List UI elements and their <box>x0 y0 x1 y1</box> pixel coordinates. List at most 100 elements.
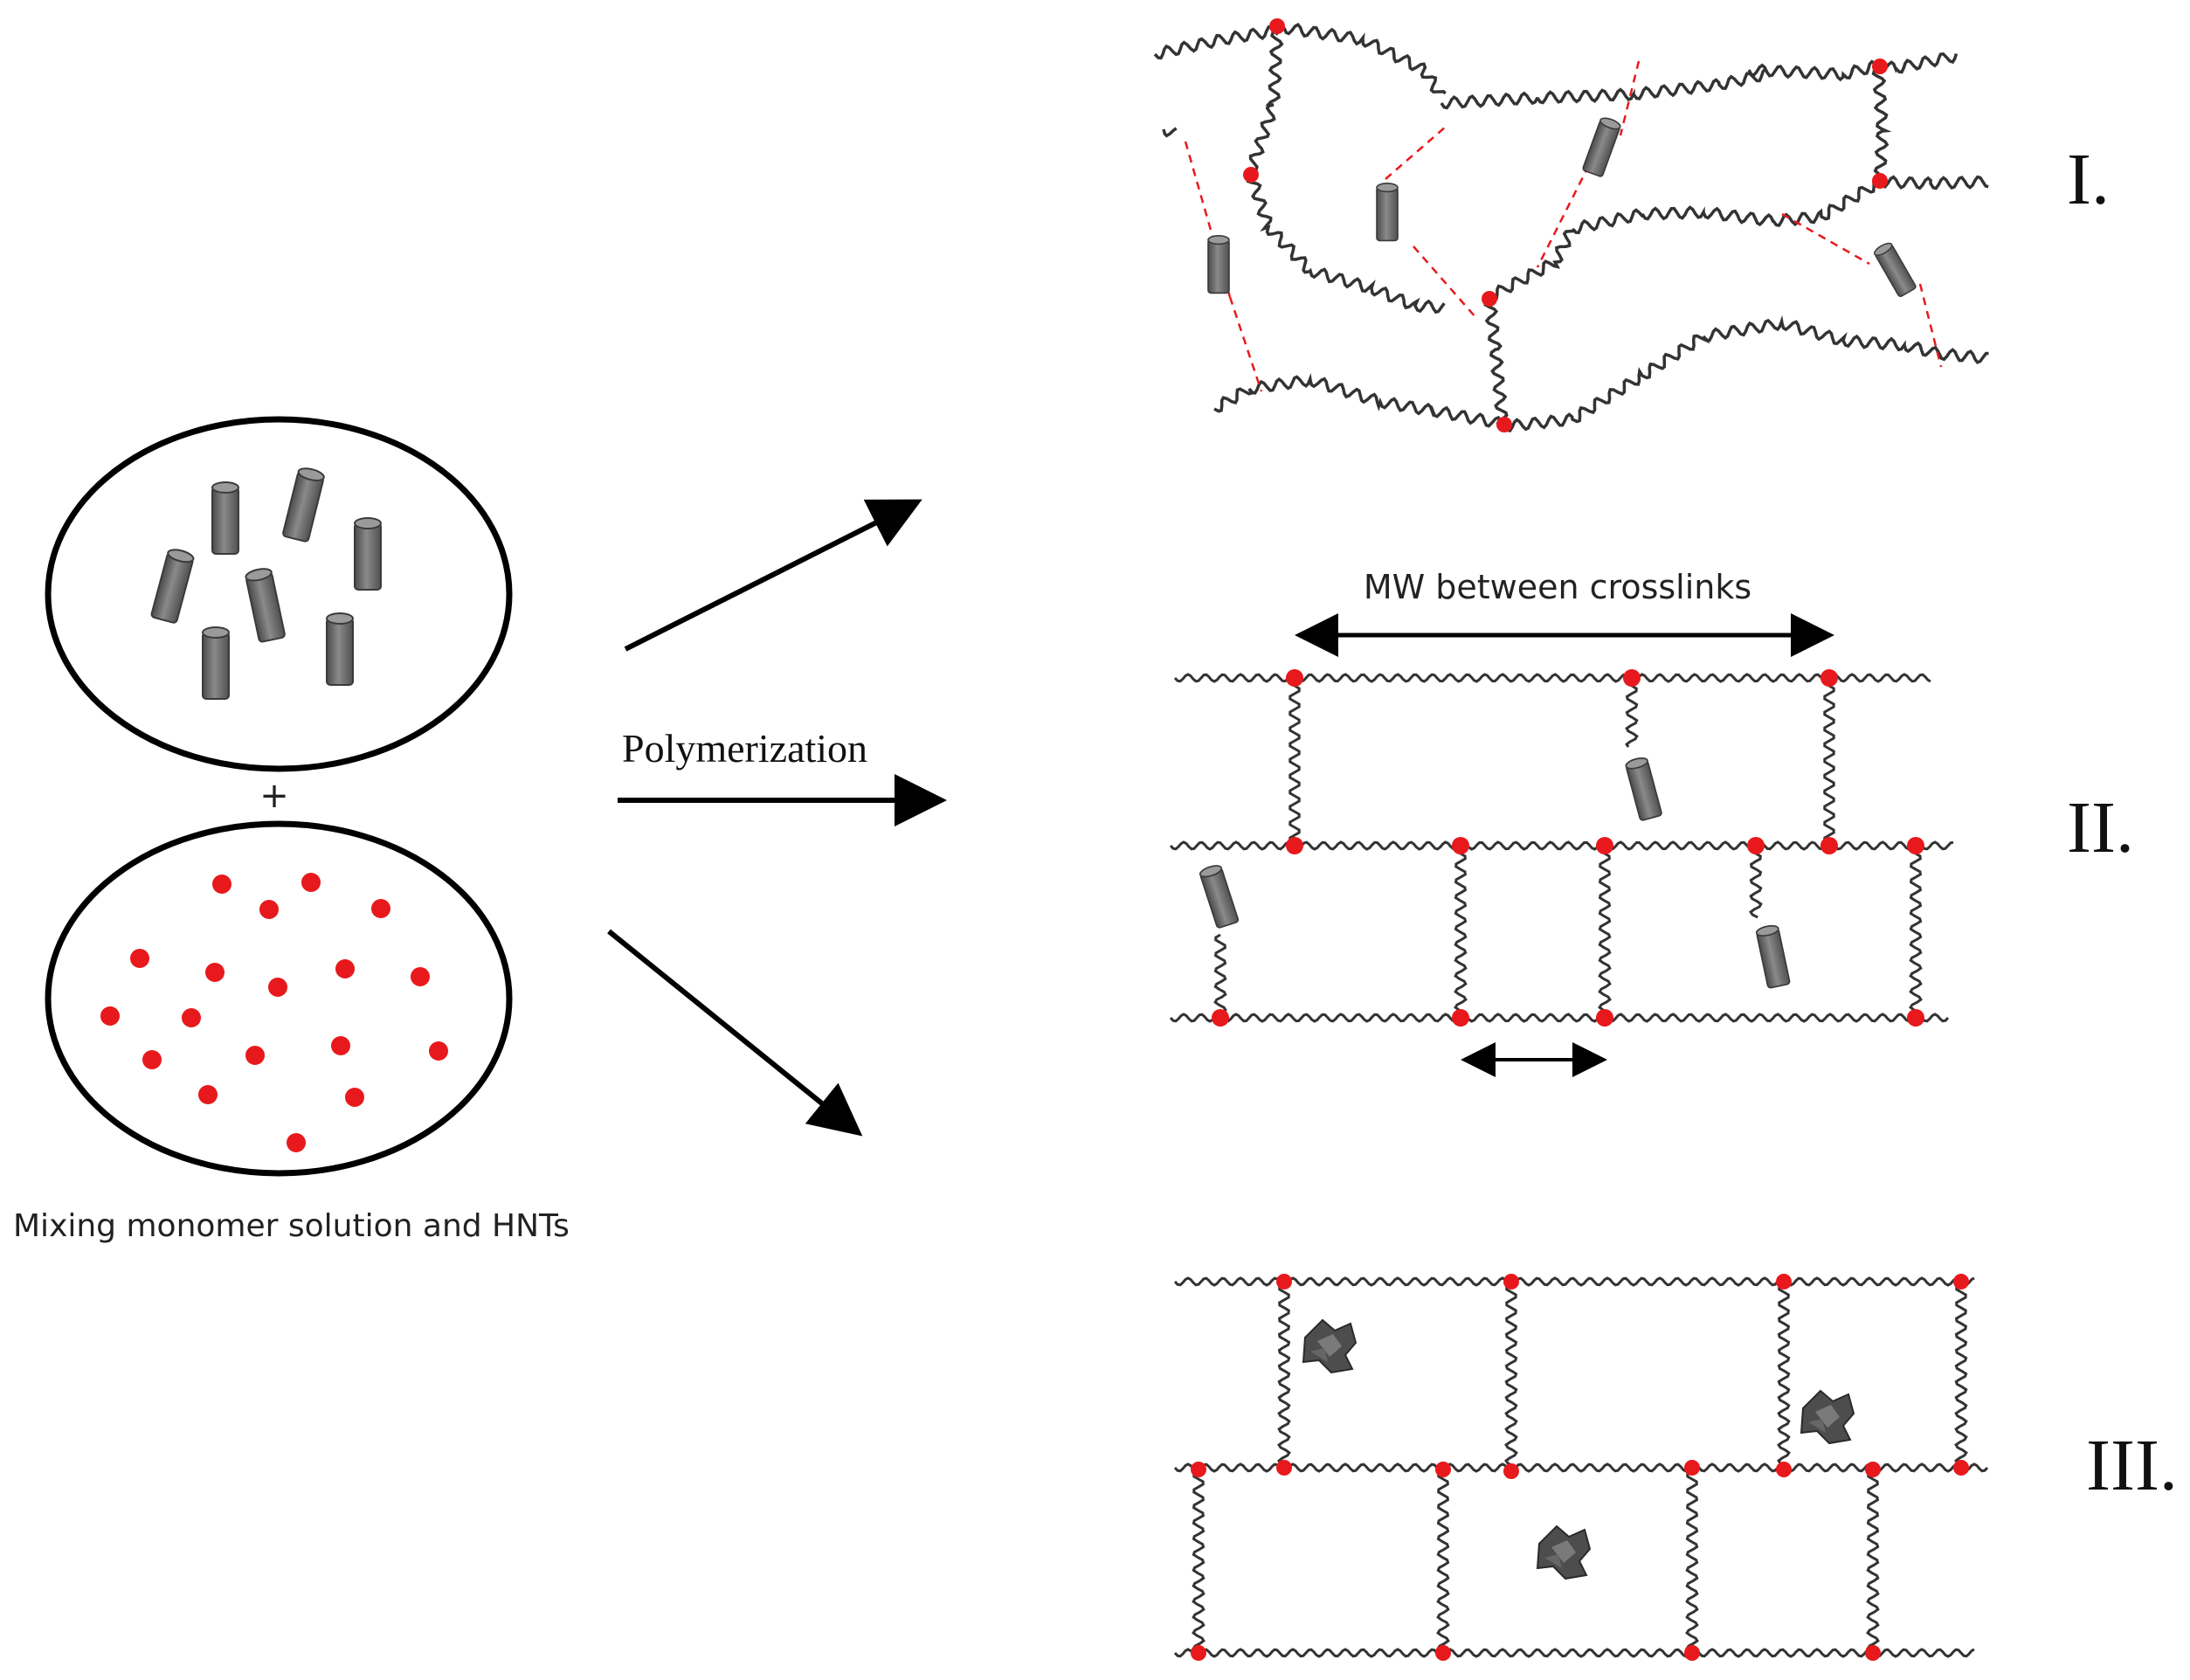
reaction-arrows: Polymerization <box>607 499 947 1137</box>
polymer-chain <box>1871 66 1892 181</box>
crosslink-points <box>1243 18 1888 432</box>
crosslink-dot <box>130 949 149 968</box>
polymer-chain <box>1598 844 1612 1020</box>
polymer-chain <box>1246 173 1446 315</box>
crosslink-dot <box>182 1008 201 1027</box>
crosslink-dot <box>1269 18 1285 34</box>
polymer-chain <box>1454 844 1468 1020</box>
polymer-chain <box>1747 59 1880 82</box>
polymer-chain <box>1777 1282 1791 1468</box>
hnt-cylinder-icon <box>1872 240 1917 299</box>
crosslink-dot <box>287 1133 306 1152</box>
crosslink-dot <box>1872 173 1888 189</box>
monomer-hnt-mixing: + Mixing monomer solution and HNTs <box>13 416 570 1244</box>
polymer-chain <box>1248 29 1284 173</box>
hnt-cluster-icon <box>1302 1319 1357 1373</box>
mixing-caption: Mixing monomer solution and HNTs <box>13 1208 570 1244</box>
hnt-cylinder-icon <box>1624 755 1663 822</box>
network-3-aggregated-hnts: III. <box>1173 1274 2178 1661</box>
hnt-cylinder-icon <box>1198 862 1240 930</box>
crosslink-points <box>1212 669 1924 1027</box>
polymer-chain <box>1192 1469 1206 1653</box>
crosslink-dot <box>429 1041 448 1061</box>
hnt-cylinder-icon <box>149 546 196 625</box>
crosslink-dot <box>1776 1274 1792 1289</box>
crosslink-dot <box>1596 837 1613 854</box>
crosslink-dot <box>205 963 225 982</box>
hnt-cylinder-icon <box>202 626 230 700</box>
hydrogen-bonds <box>1184 60 1943 392</box>
mw-between-crosslinks-label: MW between crosslinks <box>1364 568 1751 606</box>
polymer-chain <box>1173 1648 1975 1658</box>
polymer-chain <box>1503 315 1989 432</box>
crosslink-dot <box>1865 1462 1881 1477</box>
crosslink-dot <box>1907 837 1924 854</box>
polymerization-label: Polymerization <box>622 726 867 771</box>
crosslink-dot <box>1820 669 1838 687</box>
crosslink-dot <box>1435 1462 1451 1477</box>
crosslink-dot <box>1191 1462 1206 1477</box>
hnt-cylinder-icon <box>281 465 327 543</box>
hnt-tubes <box>1207 115 1917 299</box>
plus-sign: + <box>259 776 289 816</box>
hnt-cluster-icon <box>1537 1525 1591 1580</box>
polymer-chains <box>1153 22 1989 432</box>
crosslink-dot <box>1503 1463 1519 1479</box>
crosslink-dot <box>411 967 430 986</box>
polymer-chain <box>1173 1462 1989 1473</box>
crosslink-dot <box>100 1006 120 1026</box>
crosslink-dot <box>1452 1009 1469 1027</box>
crosslink-dot <box>1907 1009 1924 1027</box>
polymer-chain <box>1483 297 1509 425</box>
crosslink-dot <box>1953 1460 1969 1476</box>
crosslink-dot <box>1212 1009 1229 1027</box>
hydrogen-bond-line <box>1413 245 1477 319</box>
hydrogen-bond-line <box>1228 296 1263 392</box>
polymer-chain <box>1213 933 1227 1019</box>
crosslink-dot <box>259 900 279 919</box>
crosslink-dot <box>1776 1462 1792 1477</box>
polymer-chain <box>1625 676 1639 748</box>
polymer-chain <box>1489 229 1577 301</box>
crosslink-dot <box>1286 837 1303 854</box>
polymer-chain <box>1685 1469 1699 1653</box>
crosslink-dot <box>1276 1460 1292 1476</box>
crosslink-dot <box>371 899 390 918</box>
polymer-chain <box>1878 175 1989 190</box>
monomer-solution-circle <box>45 820 513 1177</box>
hnt-tubes <box>1198 755 1792 990</box>
polymer-chain <box>1169 1013 1950 1023</box>
crosslink-dot <box>245 1046 265 1065</box>
polymer-chain <box>1213 373 1504 428</box>
network-1-physical-crosslinked: I. <box>1153 18 2110 432</box>
crosslink-dot <box>1684 1645 1700 1661</box>
crosslink-dot <box>268 978 287 997</box>
crosslink-dot <box>1435 1645 1451 1661</box>
hydrogen-bond-line <box>1385 126 1447 180</box>
polymer-chain <box>1288 676 1301 847</box>
crosslink-dot <box>1496 417 1512 432</box>
network-2-hnt-crosslinked: MW between crosslinks II. <box>1169 568 2134 1077</box>
crosslink-dot <box>1191 1645 1206 1661</box>
polymer-chain <box>1162 127 1178 138</box>
polymer-chain <box>1504 1282 1518 1468</box>
arrow-to-network-3 <box>607 929 863 1137</box>
hnt-cylinder-icon <box>1581 115 1623 178</box>
crosslink-dot <box>1452 837 1469 854</box>
hnt-cluster-icon <box>1800 1390 1855 1444</box>
crosslink-dot <box>1286 669 1303 687</box>
hnt-tubes <box>149 465 382 700</box>
crosslink-dot <box>142 1050 162 1069</box>
crosslink-dot <box>1865 1645 1881 1661</box>
polymer-chain <box>1876 52 1959 74</box>
crosslink-dot <box>301 873 321 892</box>
crosslinker-dots <box>100 873 448 1152</box>
crosslink-dot <box>1596 1009 1613 1027</box>
polymer-chain <box>1436 1469 1450 1653</box>
polymer-chain <box>1954 1282 1968 1468</box>
crosslink-dot <box>212 875 231 894</box>
polymer-chains <box>1173 1276 1989 1658</box>
hnt-cylinder-icon <box>211 481 239 555</box>
network-1-label: I. <box>2067 139 2110 220</box>
hnt-cylinder-icon <box>1754 923 1792 990</box>
